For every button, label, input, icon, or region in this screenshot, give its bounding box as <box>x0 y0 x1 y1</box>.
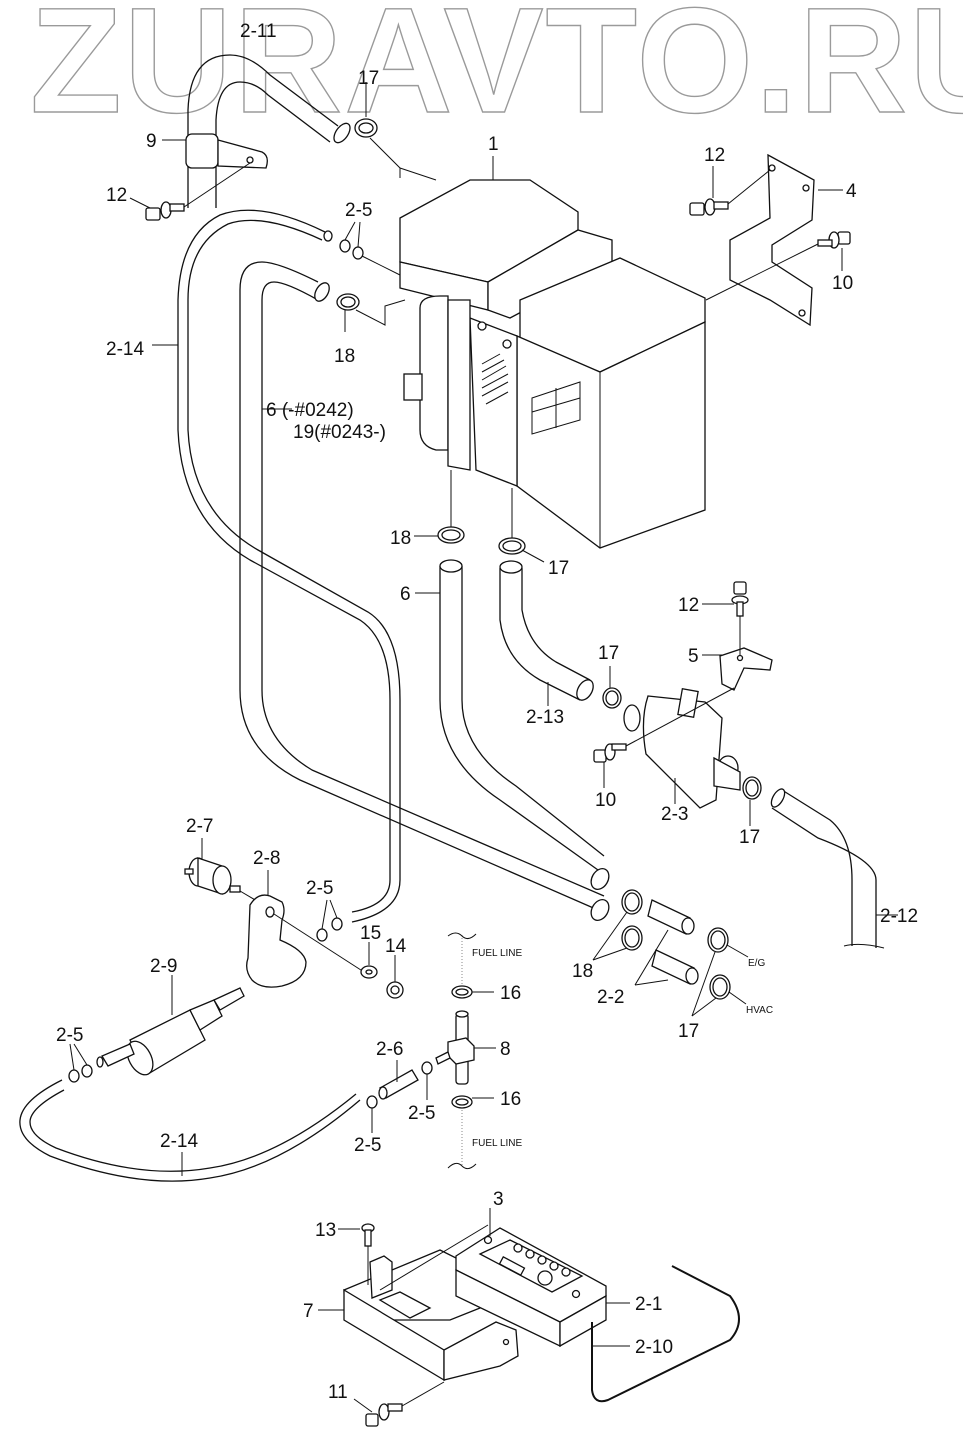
bolt-12-left <box>145 162 251 221</box>
hose-clamp-18-top <box>336 293 406 332</box>
callout-7: 7 <box>303 1301 314 1322</box>
callout-10: 10 <box>595 790 616 811</box>
heater-unit-1 <box>399 167 706 549</box>
hose-clamp-18-middle <box>437 470 465 544</box>
cable-2-10 <box>591 1265 740 1403</box>
callout-6-19-line2: 19(#0243-) <box>293 422 386 443</box>
callout-18: 18 <box>390 528 411 549</box>
callout-17: 17 <box>739 827 760 848</box>
callout-6-19-line1: 6 (-#0242) <box>266 400 354 421</box>
callout-2-1: 2-1 <box>635 1294 662 1315</box>
connector-pipes-2-2 <box>634 899 699 986</box>
mounting-bracket-4 <box>729 153 815 327</box>
coolant-hose-6 <box>439 559 610 890</box>
callout-16: 16 <box>500 983 521 1004</box>
callout-2-12: 2-12 <box>880 906 918 927</box>
hose-clamps-18-lower <box>592 889 643 961</box>
callout-2-14: 2-14 <box>106 339 144 360</box>
coolant-hose-2-12 <box>770 788 885 949</box>
hose-clamps-2-5-left <box>68 1043 93 1083</box>
fuel-pump-bracket-2-8 <box>246 894 365 988</box>
callout-2-5: 2-5 <box>56 1025 83 1046</box>
eg-label: E/G <box>748 958 765 969</box>
fuel-hose-2-14-upper <box>177 209 401 923</box>
callout-labels: 2-11 17 1 9 12 2-5 12 4 10 18 2-14 6 (-#… <box>56 21 918 1413</box>
callout-2-6: 2-6 <box>376 1039 403 1060</box>
fuel-line-label-bottom: FUEL LINE <box>472 1138 523 1149</box>
callout-17: 17 <box>678 1021 699 1042</box>
callout-16: 16 <box>500 1089 521 1110</box>
callout-11: 11 <box>328 1382 348 1403</box>
callout-2-5: 2-5 <box>354 1135 381 1156</box>
callout-2-8: 2-8 <box>253 848 280 869</box>
hose-clamp-17-2-3 <box>742 776 762 800</box>
callout-2-13: 2-13 <box>526 707 564 728</box>
callout-4: 4 <box>846 181 857 202</box>
bolt-10-right <box>705 231 851 301</box>
callout-12: 12 <box>678 595 699 616</box>
watermark: ZURAVTO.RU <box>30 0 963 144</box>
nut-14 <box>386 955 404 999</box>
annotations: FUEL LINE FUEL LINE E/G HVAC <box>472 948 773 1149</box>
callout-17: 17 <box>358 68 379 89</box>
callout-15: 15 <box>360 923 381 944</box>
fuel-pump-2-9 <box>96 975 245 1076</box>
callout-9: 9 <box>146 131 157 152</box>
hose-clamps-17-lower <box>691 927 749 1017</box>
washer-15 <box>360 942 378 979</box>
callout-14: 14 <box>385 936 407 957</box>
callout-17: 17 <box>548 558 569 579</box>
hose-clamp-17-middle <box>498 488 526 555</box>
hose-clamp-2-5-tee <box>421 1061 433 1100</box>
callout-2-5: 2-5 <box>345 200 372 221</box>
callout-2-7: 2-7 <box>186 816 213 837</box>
callout-2-5: 2-5 <box>408 1103 435 1124</box>
callout-2-9: 2-9 <box>150 956 177 977</box>
callout-8: 8 <box>500 1039 511 1060</box>
coolant-hose-2-13 <box>499 560 594 701</box>
bolt-12-bracket-5 <box>731 581 749 617</box>
hose-clamps-16 <box>451 985 494 1109</box>
callout-17: 17 <box>598 643 619 664</box>
bolt-11 <box>365 1381 445 1427</box>
connector-pipe-2-6 <box>378 1060 419 1100</box>
callout-2-11: 2-11 <box>240 21 277 42</box>
callout-6: 6 <box>400 584 411 605</box>
tee-fitting-8 <box>435 1010 496 1085</box>
bolt-10-lower <box>593 687 735 763</box>
callout-2-3: 2-3 <box>661 804 688 825</box>
controller-2-1 <box>379 1208 607 1348</box>
callout-10: 10 <box>832 273 853 294</box>
callout-18: 18 <box>572 961 593 982</box>
rubber-mount-2-7 <box>184 857 263 905</box>
callout-2-2: 2-2 <box>597 987 624 1008</box>
callout-1: 1 <box>488 134 499 155</box>
callout-5: 5 <box>688 646 699 667</box>
hose-clamp-2-5-bottom <box>366 1095 378 1133</box>
fuel-line-indicators <box>447 932 477 1170</box>
hose-2-11 <box>187 54 351 208</box>
screw-13 <box>361 1223 375 1285</box>
callout-2-14: 2-14 <box>160 1131 198 1152</box>
callout-13: 13 <box>315 1220 336 1241</box>
callout-18: 18 <box>334 346 355 367</box>
bolt-12-right <box>689 169 771 216</box>
vent-slots <box>481 353 509 405</box>
hose-clamps-2-5-middle <box>316 899 343 942</box>
hose-clamp-17-2-13 <box>602 687 622 709</box>
fuel-hose-2-14-lower <box>19 1079 361 1182</box>
bracket-5 <box>719 605 773 691</box>
callout-12: 12 <box>704 145 725 166</box>
callout-2-10: 2-10 <box>635 1337 673 1358</box>
coolant-valve-2-3 <box>623 688 741 809</box>
hvac-label: HVAC <box>746 1005 773 1016</box>
fuel-line-label-top: FUEL LINE <box>472 948 523 959</box>
callout-2-5: 2-5 <box>306 878 333 899</box>
coolant-hose-6-19 <box>239 261 610 921</box>
callout-12: 12 <box>106 185 127 206</box>
callout-3: 3 <box>493 1189 504 1210</box>
hose-clamps-2-5-top <box>339 221 401 276</box>
